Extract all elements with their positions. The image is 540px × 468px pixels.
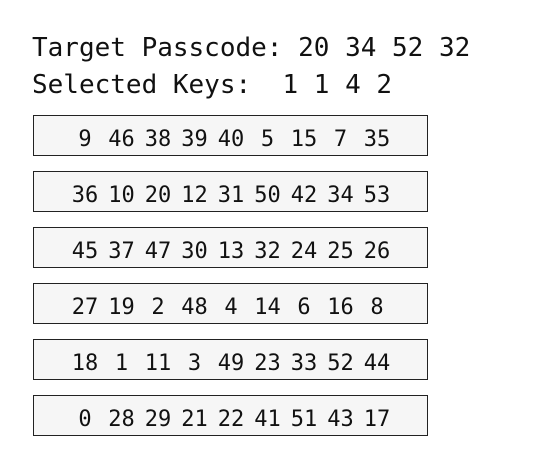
key-button[interactable]: 42 [290,183,318,208]
key-button[interactable]: 13 [217,239,245,264]
selected-keys-label: Selected Keys: [32,70,252,100]
key-button[interactable]: 16 [327,295,354,320]
key-button[interactable]: 32 [254,239,281,264]
key-button[interactable]: 11 [144,351,172,376]
key-button[interactable]: 19 [108,295,135,320]
key-button[interactable]: 29 [144,407,172,432]
key-button[interactable]: 35 [363,127,391,152]
key-button[interactable]: 4 [224,295,238,320]
selected-keys-values: 1 1 4 2 [282,70,393,100]
key-button[interactable]: 30 [181,239,208,264]
key-button[interactable]: 46 [108,127,135,152]
selected-keys-line: Selected Keys: 1 1 4 2 [32,70,392,100]
key-button[interactable]: 1 [114,351,129,376]
key-button[interactable]: 14 [254,295,281,320]
key-button[interactable]: 0 [78,407,92,432]
key-button[interactable]: 22 [217,407,245,432]
key-button[interactable]: 41 [254,407,281,432]
key-button[interactable]: 45 [71,239,99,264]
key-row-2: 36 10 20 12 31 50 42 34 53 [33,171,428,212]
key-button[interactable]: 37 [108,239,135,264]
key-button[interactable]: 48 [181,295,208,320]
key-button[interactable]: 3 [187,351,202,376]
key-button[interactable]: 20 [144,183,172,208]
key-button[interactable]: 10 [108,183,135,208]
key-row-3: 45 37 47 30 13 32 24 25 26 [33,227,428,268]
key-button[interactable]: 40 [217,127,245,152]
key-button[interactable]: 33 [290,351,318,376]
target-passcode-label: Target Passcode: [32,33,283,63]
key-button[interactable]: 2 [151,295,165,320]
key-button[interactable]: 47 [144,239,172,264]
key-button[interactable]: 21 [181,407,208,432]
key-button[interactable]: 17 [363,407,391,432]
key-button[interactable]: 28 [108,407,135,432]
key-button[interactable]: 8 [370,295,384,320]
key-button[interactable]: 53 [363,183,391,208]
key-button[interactable]: 24 [290,239,318,264]
key-button[interactable]: 18 [71,351,99,376]
key-button[interactable]: 34 [327,183,354,208]
key-button[interactable]: 51 [290,407,318,432]
key-row-1: 9 46 38 39 40 5 15 7 35 [33,115,428,156]
key-button[interactable]: 27 [71,295,99,320]
key-button[interactable]: 38 [144,127,172,152]
key-button[interactable]: 23 [254,351,281,376]
key-button[interactable]: 5 [260,127,275,152]
key-button[interactable]: 49 [217,351,245,376]
target-passcode-values: 20 34 52 32 [298,33,471,63]
key-button[interactable]: 7 [333,127,348,152]
key-row-4: 27 19 2 48 4 14 6 16 8 [33,283,428,324]
key-button[interactable]: 50 [254,183,281,208]
key-row-6: 0 28 29 21 22 41 51 43 17 [33,395,428,436]
key-button[interactable]: 36 [71,183,99,208]
key-button[interactable]: 31 [217,183,245,208]
key-button[interactable]: 43 [327,407,354,432]
target-passcode-line: Target Passcode: 20 34 52 32 [32,33,470,63]
key-button[interactable]: 44 [363,351,391,376]
key-button[interactable]: 25 [327,239,354,264]
key-button[interactable]: 15 [290,127,318,152]
key-button[interactable]: 39 [181,127,208,152]
key-button[interactable]: 6 [297,295,311,320]
key-button[interactable]: 52 [327,351,354,376]
key-button[interactable]: 12 [181,183,208,208]
key-button[interactable]: 26 [363,239,391,264]
key-button[interactable]: 9 [78,127,92,152]
